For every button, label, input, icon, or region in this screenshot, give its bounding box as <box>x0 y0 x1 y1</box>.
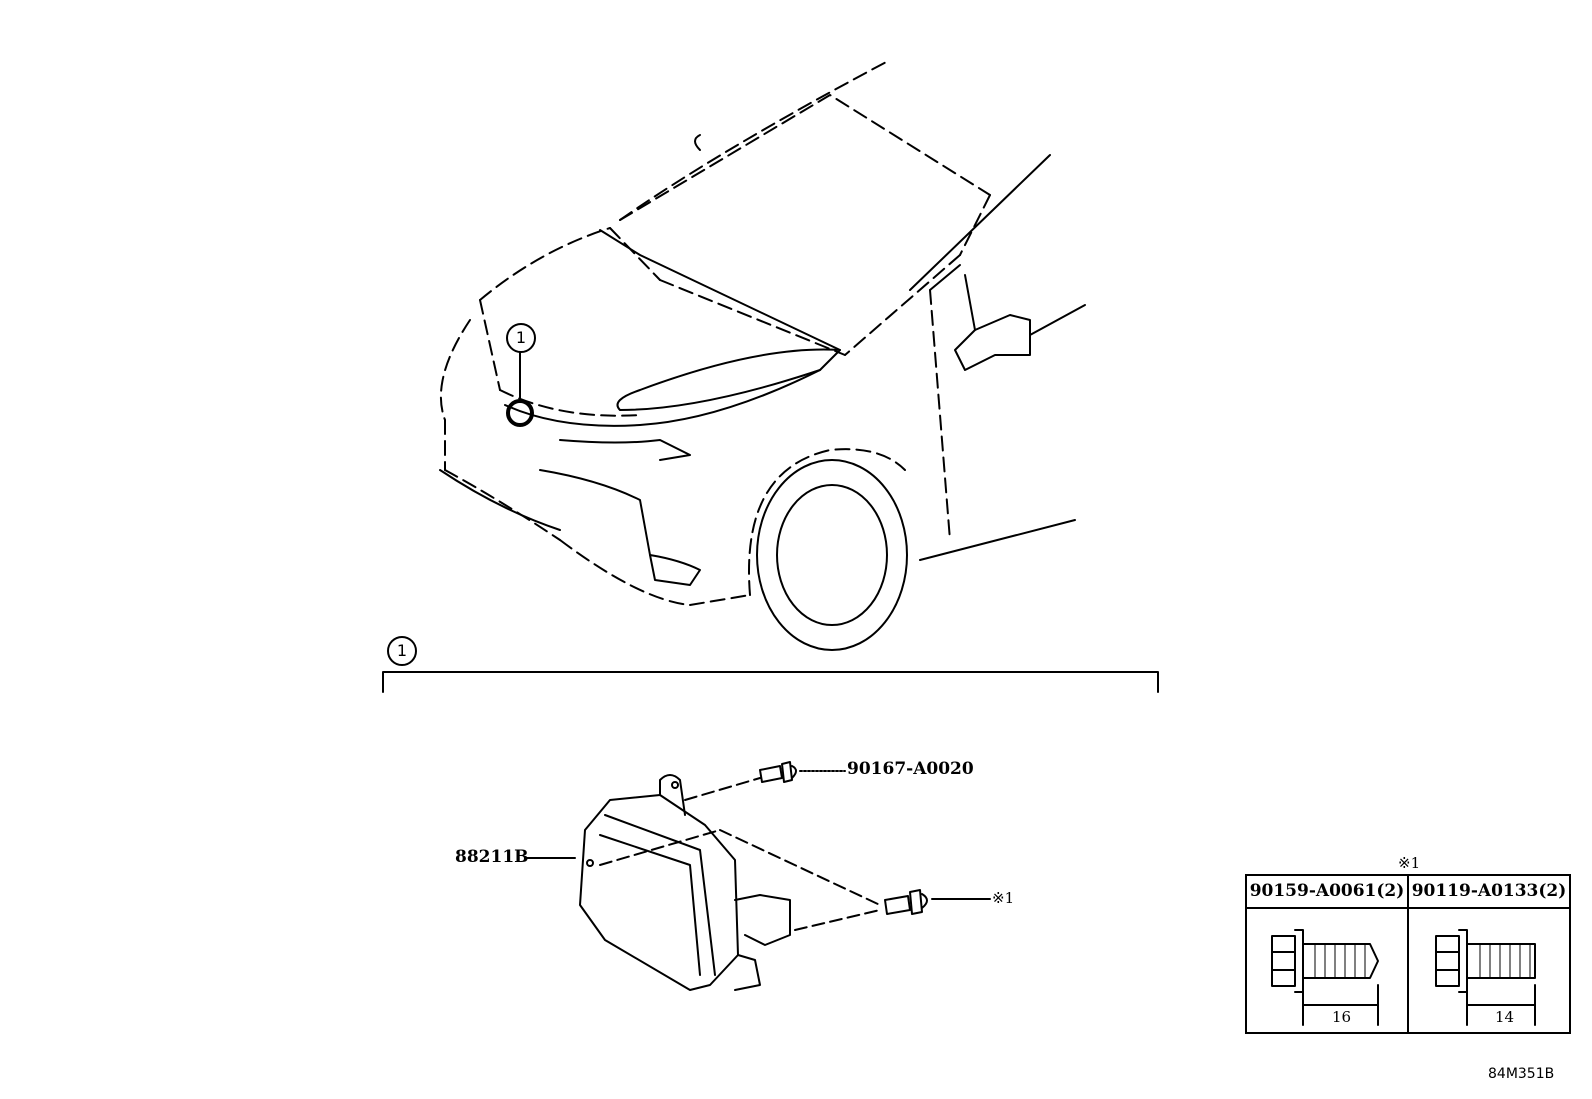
length-label-left: 16 <box>1332 1008 1352 1026</box>
vehicle-details <box>439 134 1086 651</box>
part-label-bolt-ref: ※1 <box>992 889 1015 907</box>
bolt-top-drawing <box>759 761 797 783</box>
diagram-code: 84M351B <box>1488 1066 1555 1082</box>
group-bracket <box>382 671 1159 693</box>
vehicle-outline <box>439 59 991 606</box>
radar-sensor-drawing <box>579 774 791 991</box>
length-label-right: 14 <box>1495 1008 1515 1026</box>
table-bolt-right <box>1435 929 1536 1026</box>
bolt-bottom-drawing <box>884 889 928 915</box>
fastener-table: 90159-A0061(2) 90119-A0133(2) <box>1245 874 1571 1034</box>
part-label-90167-a0020: 90167-A0020 <box>847 759 974 779</box>
part-label-88211b: 88211B <box>455 847 529 867</box>
table-header-right: 90119-A0133(2) <box>1409 876 1569 909</box>
mounting-dashed-lines <box>599 777 881 931</box>
leader-lines <box>526 770 991 900</box>
table-divider <box>1407 876 1409 1032</box>
table-header-left: 90159-A0061(2) <box>1247 876 1409 909</box>
section-callout-circle: 1 <box>387 636 417 666</box>
table-title: ※1 <box>1398 854 1421 872</box>
table-bolt-left <box>1271 929 1379 1026</box>
ref-callout-circle: 1 <box>506 323 536 353</box>
